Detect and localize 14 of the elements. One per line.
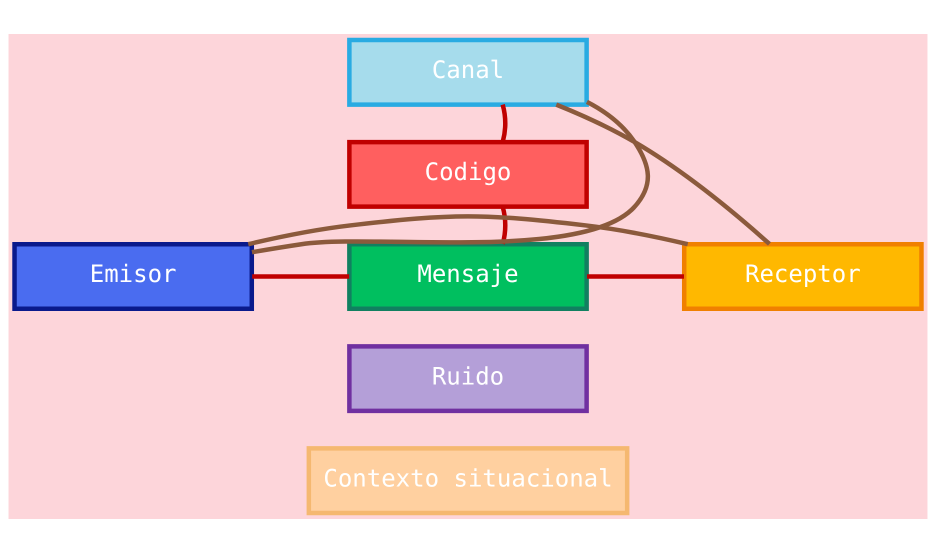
connector <box>248 214 688 246</box>
connector <box>555 102 771 246</box>
connector <box>500 206 508 244</box>
connector <box>252 99 650 254</box>
node-box: Contexto situacional <box>306 446 630 515</box>
connector <box>252 274 350 278</box>
node-box: Emisor <box>12 241 254 311</box>
node-box: Mensaje <box>347 241 589 311</box>
node-box: Receptor <box>682 241 924 311</box>
connector <box>500 104 508 142</box>
node-box: Canal <box>347 37 589 106</box>
node-box: Codigo <box>347 139 589 208</box>
node-box: Ruido <box>347 344 589 413</box>
connector <box>587 274 684 278</box>
